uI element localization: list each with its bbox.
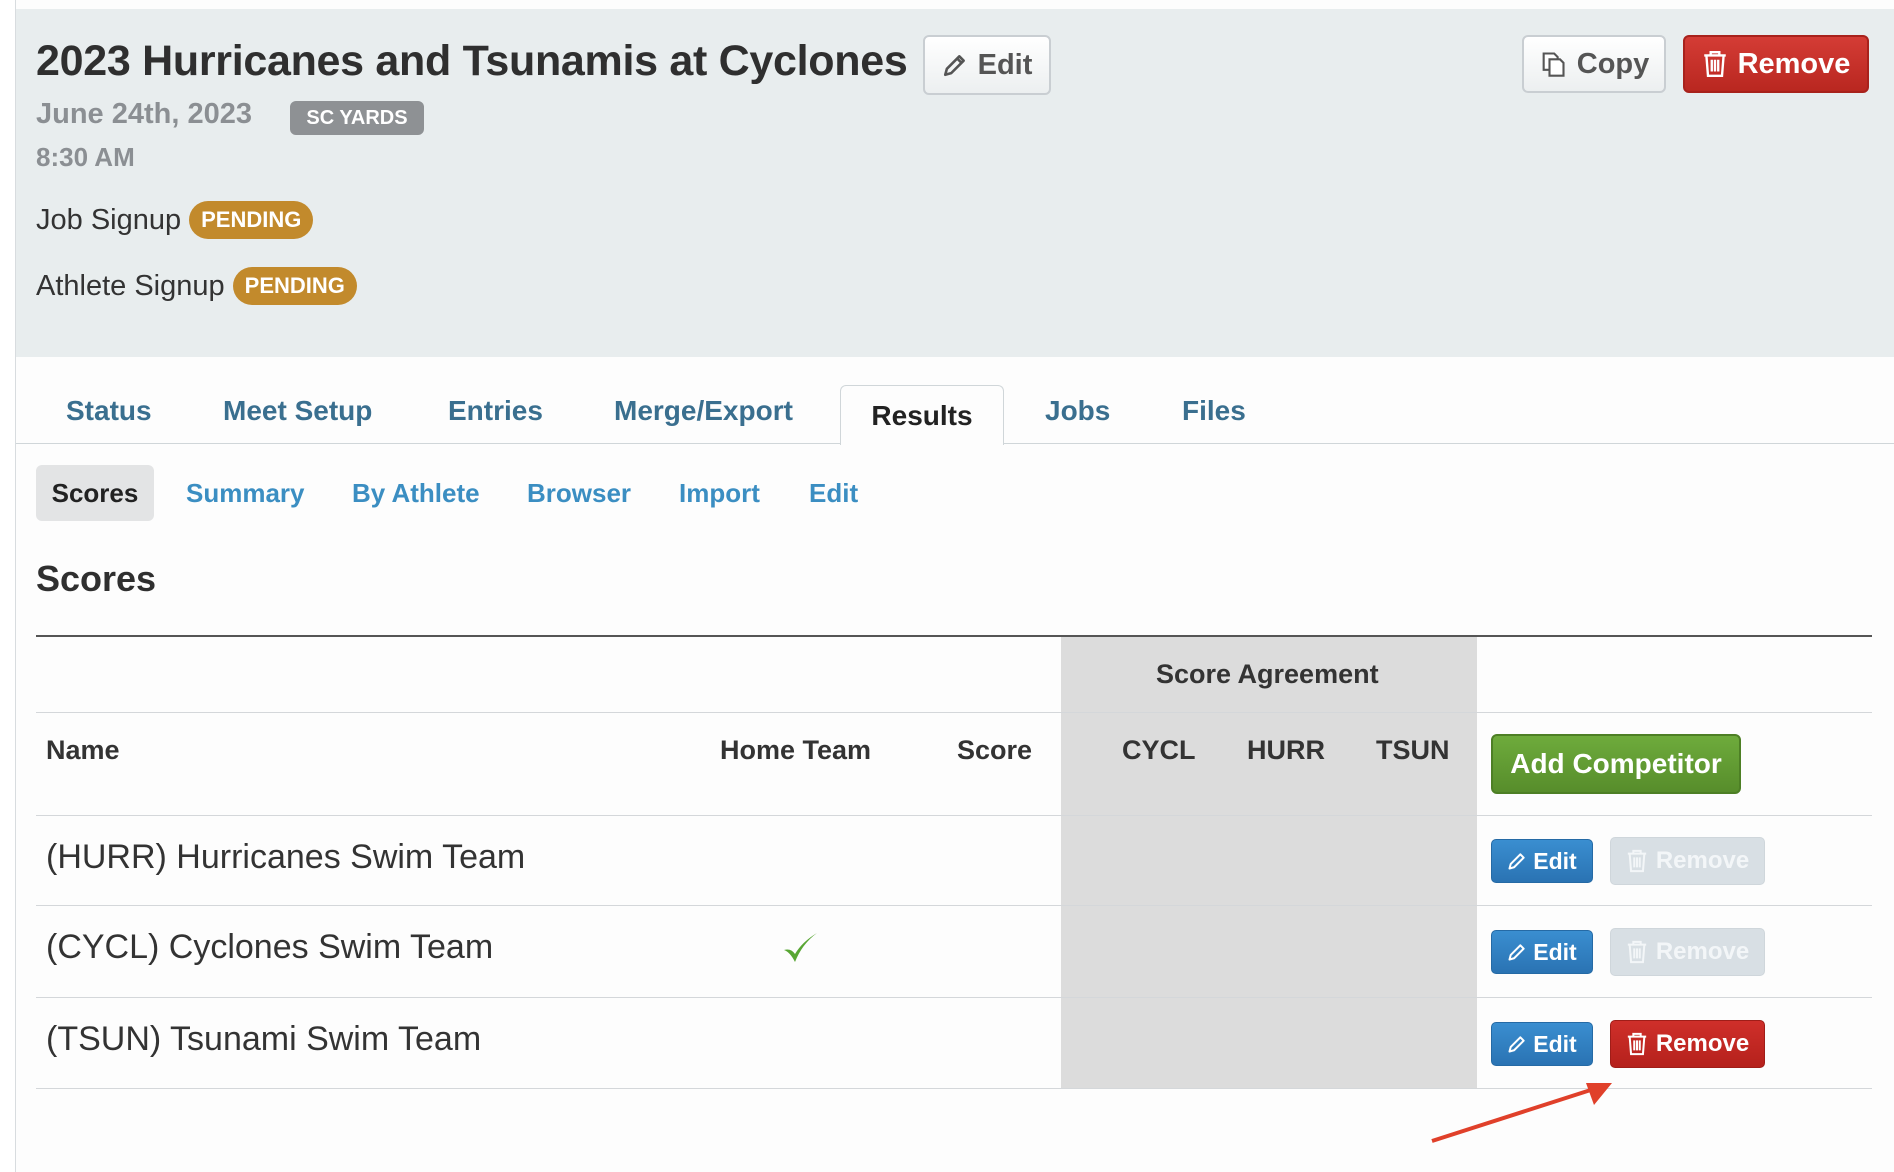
subtab-import[interactable]: Import	[679, 478, 760, 508]
meet-title: 2023 Hurricanes and Tsunamis at Cyclones	[36, 37, 908, 85]
column-header-hurr: HURR	[1247, 735, 1325, 765]
arrow-annotation	[1420, 1075, 1620, 1145]
tab-files[interactable]: Files	[1182, 395, 1246, 426]
tab-results[interactable]: Results	[840, 385, 1004, 445]
meet-date: June 24th, 2023	[36, 98, 252, 130]
checkmark-icon	[780, 928, 820, 968]
remove-competitor-button[interactable]: Remove	[1610, 1020, 1765, 1068]
remove-competitor-button: Remove	[1610, 928, 1765, 976]
meet-time: 8:30 AM	[36, 142, 135, 172]
competitor-name: (TSUN) Tsunami Swim Team	[46, 1020, 482, 1058]
column-header-tsun: TSUN	[1376, 735, 1450, 765]
remove-meet-label: Remove	[1737, 47, 1851, 80]
score-agreement-header: Score Agreement	[1156, 659, 1379, 689]
edit-competitor-label: Edit	[1533, 938, 1577, 965]
column-header-home-team: Home Team	[720, 735, 872, 765]
subtab-scores[interactable]: Scores	[36, 465, 154, 521]
table-rule	[36, 905, 1872, 906]
subtab-by-athlete[interactable]: By Athlete	[352, 478, 480, 508]
subtab-browser[interactable]: Browser	[527, 478, 632, 508]
tab-meet-setup[interactable]: Meet Setup	[223, 395, 373, 426]
edit-competitor-label: Edit	[1533, 847, 1577, 874]
meet-header: 2023 Hurricanes and Tsunamis at Cyclones…	[16, 9, 1894, 357]
column-header-cycl: CYCL	[1122, 735, 1196, 765]
remove-competitor-label: Remove	[1655, 938, 1750, 965]
remove-competitor-label: Remove	[1655, 1030, 1750, 1057]
athlete-signup-status-badge: PENDING	[232, 267, 357, 305]
remove-competitor-label: Remove	[1655, 847, 1750, 874]
tab-merge-export[interactable]: Merge/Export	[614, 395, 793, 426]
trash-icon	[1626, 849, 1648, 873]
table-rule	[36, 712, 1872, 713]
copy-icon	[1539, 50, 1567, 78]
pencil-icon	[942, 52, 968, 78]
table-rule	[36, 1088, 1872, 1089]
athlete-signup-row: Athlete Signup PENDING	[36, 267, 357, 305]
copy-meet-button[interactable]: Copy	[1522, 35, 1666, 93]
score-agreement-column	[1061, 637, 1477, 1089]
course-badge: SC YARDS	[290, 101, 424, 135]
edit-meet-label: Edit	[977, 48, 1033, 81]
table-top-rule	[36, 635, 1872, 637]
pencil-icon	[1507, 851, 1527, 871]
edit-competitor-button[interactable]: Edit	[1491, 839, 1593, 883]
add-competitor-button[interactable]: Add Competitor	[1491, 734, 1741, 794]
job-signup-label: Job Signup	[36, 203, 182, 236]
tab-status[interactable]: Status	[66, 395, 152, 426]
edit-competitor-button[interactable]: Edit	[1491, 1022, 1593, 1066]
tab-jobs[interactable]: Jobs	[1045, 395, 1111, 426]
edit-competitor-button[interactable]: Edit	[1491, 930, 1593, 974]
table-rule	[36, 997, 1872, 998]
tab-entries[interactable]: Entries	[448, 395, 543, 426]
trash-icon	[1702, 50, 1728, 78]
competitor-name: (HURR) Hurricanes Swim Team	[46, 838, 526, 876]
job-signup-row: Job Signup PENDING	[36, 201, 314, 239]
pencil-icon	[1507, 942, 1527, 962]
trash-icon	[1626, 940, 1648, 964]
trash-icon	[1626, 1032, 1648, 1056]
pencil-icon	[1507, 1034, 1527, 1054]
competitor-name: (CYCL) Cyclones Swim Team	[46, 928, 494, 966]
job-signup-status-badge: PENDING	[189, 201, 314, 239]
subtab-edit[interactable]: Edit	[809, 478, 859, 508]
edit-meet-button[interactable]: Edit	[923, 35, 1051, 95]
column-header-score: Score	[957, 735, 1033, 765]
athlete-signup-label: Athlete Signup	[36, 269, 225, 302]
section-title: Scores	[36, 558, 157, 599]
table-rule	[36, 815, 1872, 816]
remove-meet-button[interactable]: Remove	[1683, 35, 1869, 93]
copy-meet-label: Copy	[1576, 47, 1650, 80]
edit-competitor-label: Edit	[1533, 1030, 1577, 1057]
remove-competitor-button: Remove	[1610, 837, 1765, 885]
column-header-name: Name	[46, 735, 120, 765]
subtab-summary[interactable]: Summary	[186, 478, 305, 508]
